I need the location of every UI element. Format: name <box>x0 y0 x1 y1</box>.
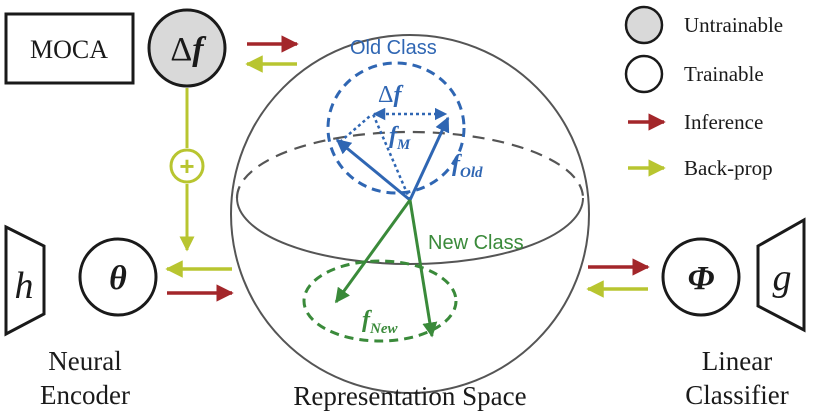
legend-inference-label: Inference <box>684 110 763 134</box>
delta-f-node-label: Δf <box>170 31 207 68</box>
classifier-caption-line1: Linear <box>702 346 772 376</box>
classifier-trapezoid <box>756 217 806 333</box>
g-label: g <box>773 257 792 299</box>
sum-node <box>169 148 205 184</box>
theta-label: θ <box>109 260 127 297</box>
encoder-trapezoid <box>4 224 46 337</box>
dotted-link <box>339 115 371 143</box>
theta-node <box>78 237 158 317</box>
legend-trainable-swatch <box>624 54 664 94</box>
new-class-region <box>302 259 458 343</box>
legend: Untrainable Trainable Inference Back-pro… <box>624 5 783 180</box>
f-old-label: fOld <box>452 151 483 181</box>
plus-icon: + <box>179 151 194 181</box>
vector-f-new-2 <box>408 199 438 338</box>
encoder-caption-line2: Encoder <box>40 380 130 410</box>
old-class-region <box>326 61 466 195</box>
legend-untrainable-swatch <box>624 5 664 45</box>
vector-f-new-1 <box>334 199 412 304</box>
legend-untrainable-label: Untrainable <box>684 13 783 37</box>
representation-sphere <box>230 34 590 394</box>
legend-backprop-label: Back-prop <box>684 156 773 180</box>
dotted-projection-line <box>371 113 412 201</box>
old-class-label: Old Class <box>350 37 437 59</box>
vector-f-old <box>408 116 450 201</box>
moca-label: MOCA <box>30 35 108 64</box>
sphere-outline <box>230 34 590 394</box>
phi-label: Φ <box>688 260 715 297</box>
moca-box <box>4 12 135 85</box>
vector-f-m <box>335 138 411 202</box>
delta-f-label: Δf <box>378 82 403 108</box>
delta-f-node <box>147 8 227 88</box>
phi-node <box>661 237 741 317</box>
encoder-caption-line1: Neural <box>48 346 121 376</box>
representation-space-caption: Representation Space <box>293 381 526 411</box>
sphere-equator-front <box>236 197 584 265</box>
feature-vectors <box>334 107 450 338</box>
new-class-label: New Class <box>428 232 524 254</box>
f-m-label: fM <box>389 123 411 153</box>
legend-trainable-label: Trainable <box>684 62 764 86</box>
f-new-label: fNew <box>362 307 398 337</box>
h-label: h <box>15 265 34 307</box>
classifier-caption-line2: Classifier <box>685 380 788 410</box>
